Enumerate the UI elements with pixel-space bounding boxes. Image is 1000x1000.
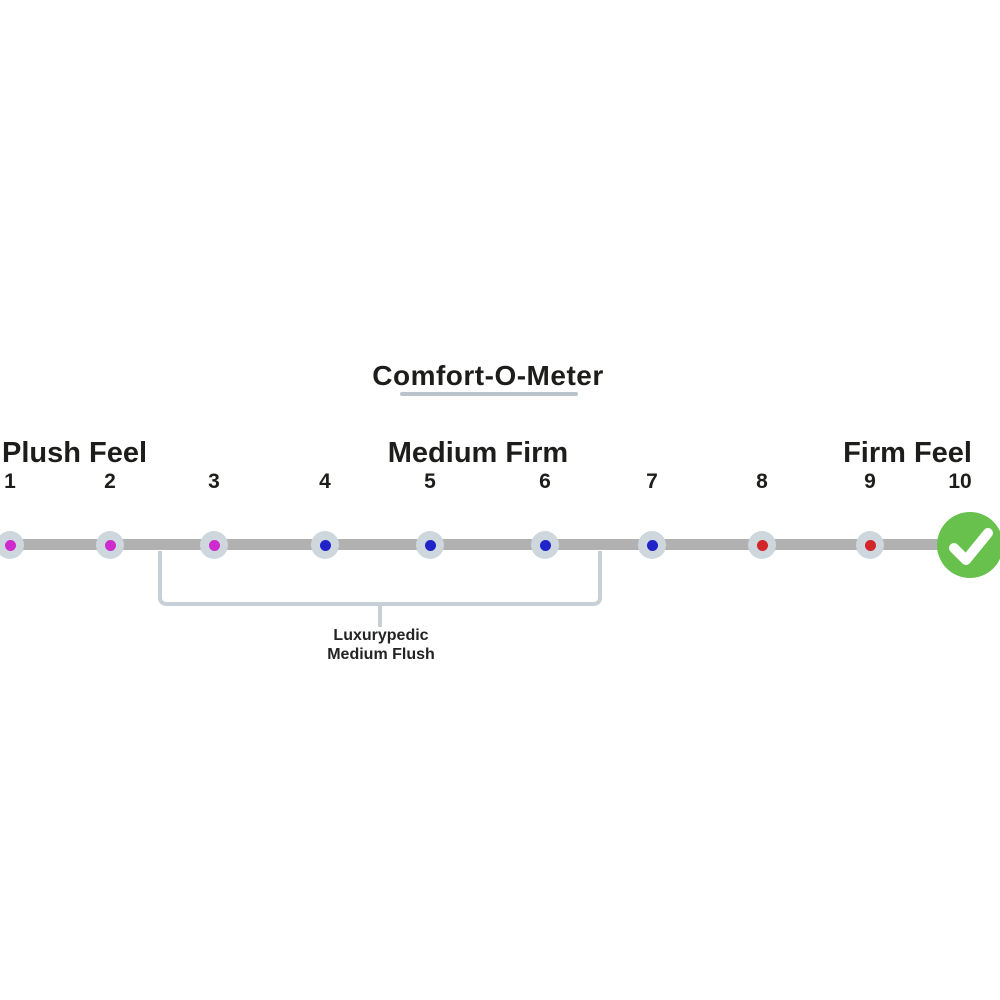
- dot-marker: [864, 539, 876, 551]
- label-firm-feel: Firm Feel: [843, 437, 972, 469]
- scale-dot-5: [416, 531, 444, 559]
- scale-number-4: 4: [319, 470, 331, 493]
- dot-marker: [208, 539, 220, 551]
- scale-dot-2: [96, 531, 124, 559]
- dot-marker: [646, 539, 658, 551]
- annotation-line1: Luxurypedic: [333, 627, 429, 644]
- dot-marker: [539, 539, 551, 551]
- dot-marker: [756, 539, 768, 551]
- scale-number-1: 1: [4, 470, 16, 493]
- scale-number-7: 7: [646, 470, 658, 493]
- scale-number-9: 9: [864, 470, 876, 493]
- scale-number-5: 5: [424, 470, 436, 493]
- dot-marker: [4, 539, 16, 551]
- annotation-line2: Medium Flush: [327, 646, 435, 663]
- scale-dot-6: [531, 531, 559, 559]
- annotation-bracket: [158, 551, 602, 606]
- check-icon: [949, 528, 993, 565]
- page-title: Comfort-O-Meter: [372, 360, 604, 391]
- selected-value-marker: [937, 512, 1000, 578]
- annotation-bracket-stem: [378, 604, 382, 627]
- scale-number-8: 8: [756, 470, 768, 493]
- scale-dot-3: [200, 531, 228, 559]
- scale-number-10: 10: [948, 470, 972, 493]
- scale-dot-8: [748, 531, 776, 559]
- title-underline: [400, 392, 578, 396]
- scale-dot-4: [311, 531, 339, 559]
- scale-number-3: 3: [208, 470, 220, 493]
- annotation-label: Luxurypedic Medium Flush: [327, 626, 435, 664]
- dot-marker: [424, 539, 436, 551]
- scale-number-6: 6: [539, 470, 551, 493]
- scale-dot-9: [856, 531, 884, 559]
- dot-marker: [104, 539, 116, 551]
- scale-number-2: 2: [104, 470, 116, 493]
- dot-marker: [319, 539, 331, 551]
- scale-dot-1: [0, 531, 24, 559]
- meter-track: [0, 539, 944, 550]
- label-plush-feel: Plush Feel: [2, 437, 148, 469]
- label-medium-firm: Medium Firm: [387, 437, 569, 469]
- scale-dot-7: [638, 531, 666, 559]
